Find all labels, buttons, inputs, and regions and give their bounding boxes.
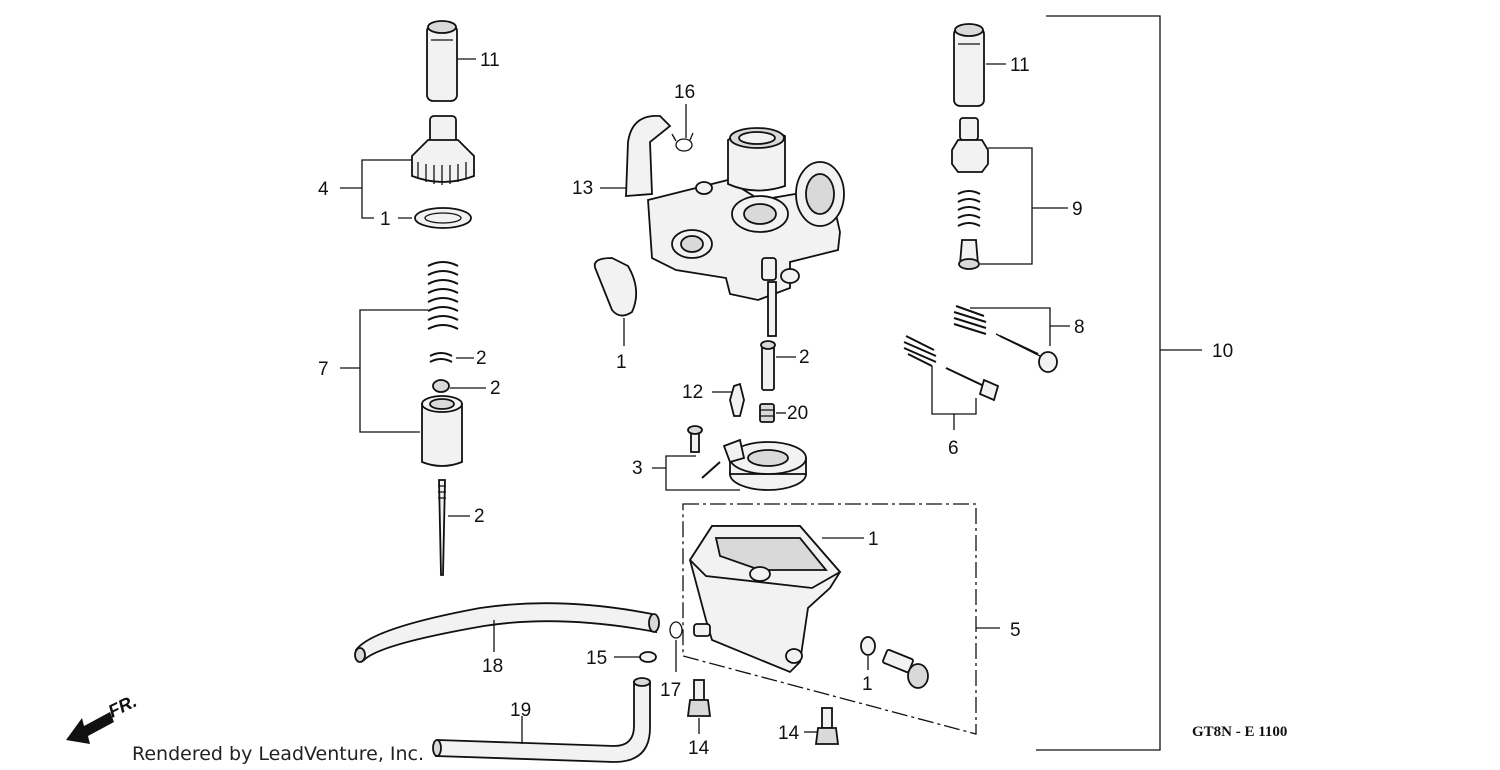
part-18-fuel-tube[interactable]	[354, 602, 660, 663]
part-7-spring[interactable]	[427, 261, 459, 330]
callout-7: 7	[318, 359, 329, 380]
part-4-top-cap[interactable]	[411, 115, 475, 185]
part-1-washer-drain[interactable]	[860, 636, 876, 656]
callout-6: 6	[948, 438, 959, 459]
front-direction-arrow	[66, 712, 114, 744]
part-2-needle-jet-holder[interactable]	[760, 340, 776, 391]
part-14-screw-right[interactable]	[814, 707, 840, 745]
part-17-clip[interactable]	[669, 621, 683, 639]
part-9-spring[interactable]	[957, 190, 981, 227]
callout-1-left: 1	[380, 209, 391, 230]
carburetor-body[interactable]	[647, 127, 845, 337]
callout-2-clip: 2	[476, 348, 487, 369]
part-9-fitting[interactable]	[951, 117, 989, 173]
callout-5: 5	[1010, 620, 1021, 641]
part-15-clip[interactable]	[639, 651, 657, 663]
part-19-overflow-tube[interactable]	[432, 677, 651, 763]
part-11-filter-right[interactable]	[953, 23, 985, 107]
part-16-tube-clip[interactable]	[671, 132, 694, 152]
callout-2-needle: 2	[474, 506, 485, 527]
part-13-air-vent-tube[interactable]	[625, 115, 672, 197]
callout-12: 12	[682, 382, 703, 403]
part-11-filter-left[interactable]	[426, 20, 458, 102]
part-5-float-chamber[interactable]	[688, 525, 842, 674]
part-2-jet-needle[interactable]	[438, 479, 446, 576]
part-14-screw-left[interactable]	[686, 679, 712, 717]
callout-13: 13	[572, 178, 593, 199]
callout-20: 20	[787, 403, 808, 424]
part-3-screw[interactable]	[687, 425, 703, 453]
part-1-ring-left[interactable]	[414, 207, 472, 229]
callout-19: 19	[510, 700, 531, 721]
part-8-spring[interactable]	[953, 305, 987, 335]
callout-15: 15	[586, 648, 607, 669]
drain-screw[interactable]	[882, 648, 929, 689]
part-2-clip[interactable]	[429, 352, 453, 363]
callout-1-drain: 1	[862, 674, 873, 695]
part-20-main-jet[interactable]	[759, 403, 775, 423]
part-6-pilot-screw[interactable]	[945, 367, 1000, 402]
callout-18: 18	[482, 656, 503, 677]
callout-10: 10	[1212, 341, 1233, 362]
part-3-float-pin[interactable]	[701, 461, 721, 479]
callout-9: 9	[1072, 199, 1083, 220]
callout-2-center: 2	[799, 347, 810, 368]
part-7-throttle-valve[interactable]	[421, 395, 463, 467]
callout-1-gasket: 1	[868, 529, 879, 550]
callout-16: 16	[674, 82, 695, 103]
callout-11-right: 11	[1010, 55, 1030, 76]
part-2-retainer[interactable]	[432, 379, 450, 393]
callout-11-left: 11	[480, 50, 500, 71]
part-8-air-screw[interactable]	[995, 333, 1058, 373]
callout-14-left: 14	[688, 738, 710, 759]
part-12-float-valve[interactable]	[729, 382, 745, 417]
callout-2-retainer: 2	[490, 378, 501, 399]
part-6-spring[interactable]	[903, 335, 937, 367]
diagram-code: GT8N - E 1100	[1192, 724, 1287, 740]
callout-3: 3	[632, 458, 643, 479]
callout-17: 17	[660, 680, 681, 701]
credit-text: Rendered by LeadVenture, Inc.	[132, 743, 424, 765]
callout-8: 8	[1074, 317, 1085, 338]
part-1-oring-center[interactable]	[593, 257, 638, 317]
part-9-cap[interactable]	[958, 239, 980, 270]
part-3-float[interactable]	[722, 438, 807, 491]
callout-4: 4	[318, 179, 329, 200]
callout-14-right: 14	[778, 723, 800, 744]
callout-1-center: 1	[616, 352, 627, 373]
